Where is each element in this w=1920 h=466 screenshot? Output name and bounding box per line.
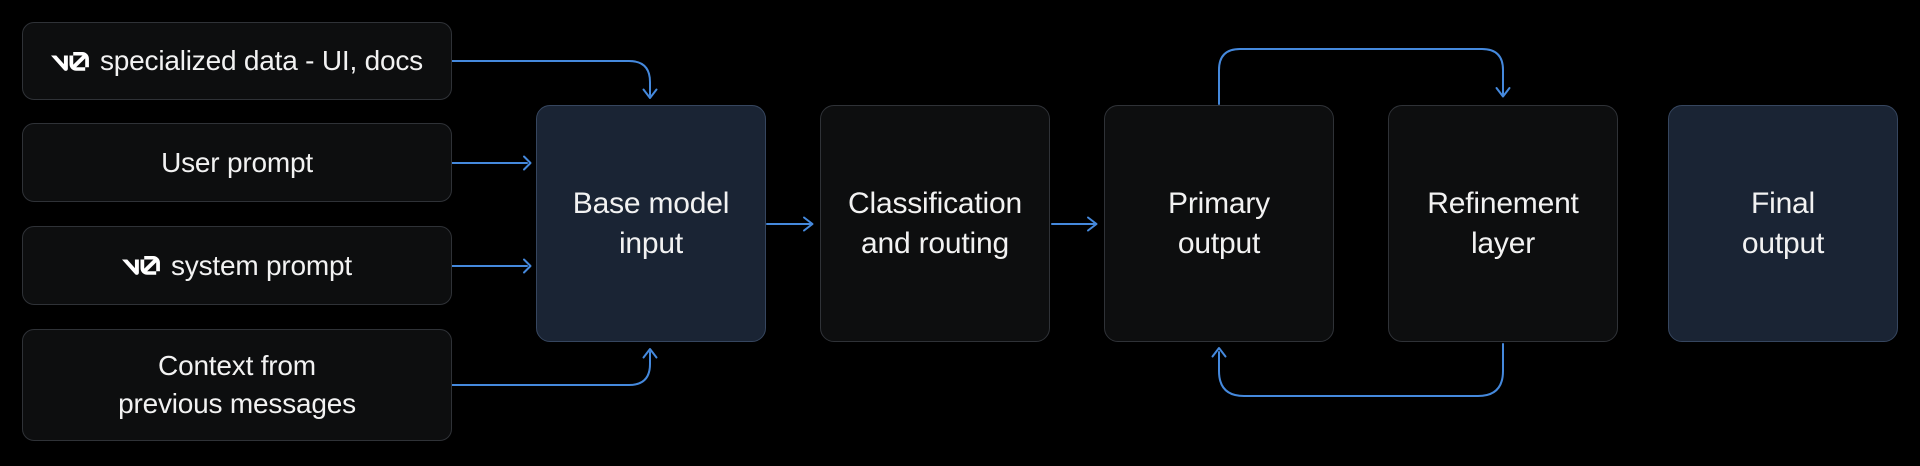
stage-refinement-layer: Refinement layer bbox=[1388, 105, 1618, 342]
node-system-prompt: system prompt bbox=[22, 226, 452, 305]
node-user-prompt: User prompt bbox=[22, 123, 452, 202]
arrow-context-to-base-model bbox=[451, 348, 658, 386]
node-context-previous-messages: Context from previous messages bbox=[22, 329, 452, 441]
stage-classification-and-routing: Classification and routing bbox=[820, 105, 1050, 342]
stage-label: Classification and routing bbox=[848, 186, 1022, 260]
stage-label: Primary output bbox=[1168, 186, 1270, 260]
arrow-user-prompt-to-base-model bbox=[451, 155, 532, 171]
stage-label: Base model input bbox=[572, 186, 730, 260]
stage-primary-output: Primary output bbox=[1104, 105, 1334, 342]
node-label: system prompt bbox=[171, 249, 352, 281]
arrow-system-prompt-to-base-model bbox=[451, 258, 532, 274]
arrow-refinement-to-primary-bottom-loop bbox=[1211, 343, 1504, 397]
v0-logo-icon bbox=[51, 51, 89, 71]
stage-base-model-input: Base model input bbox=[536, 105, 766, 342]
node-label: Context from previous messages bbox=[118, 350, 356, 419]
arrow-primary-to-refinement-top-loop bbox=[1218, 48, 1511, 105]
stage-label: Refinement layer bbox=[1427, 186, 1579, 260]
arrow-specialized-data-to-base-model bbox=[451, 60, 658, 99]
stage-label: Final output bbox=[1741, 186, 1825, 260]
stage-final-output: Final output bbox=[1668, 105, 1898, 342]
node-specialized-data: specialized data - UI, docs bbox=[22, 22, 452, 100]
v0-logo-icon bbox=[122, 256, 160, 275]
arrow-classification-to-primary bbox=[1051, 216, 1098, 232]
node-label: specialized data - UI, docs bbox=[100, 45, 423, 76]
arrow-base-model-to-classification bbox=[766, 216, 814, 232]
node-label: User prompt bbox=[161, 146, 313, 178]
